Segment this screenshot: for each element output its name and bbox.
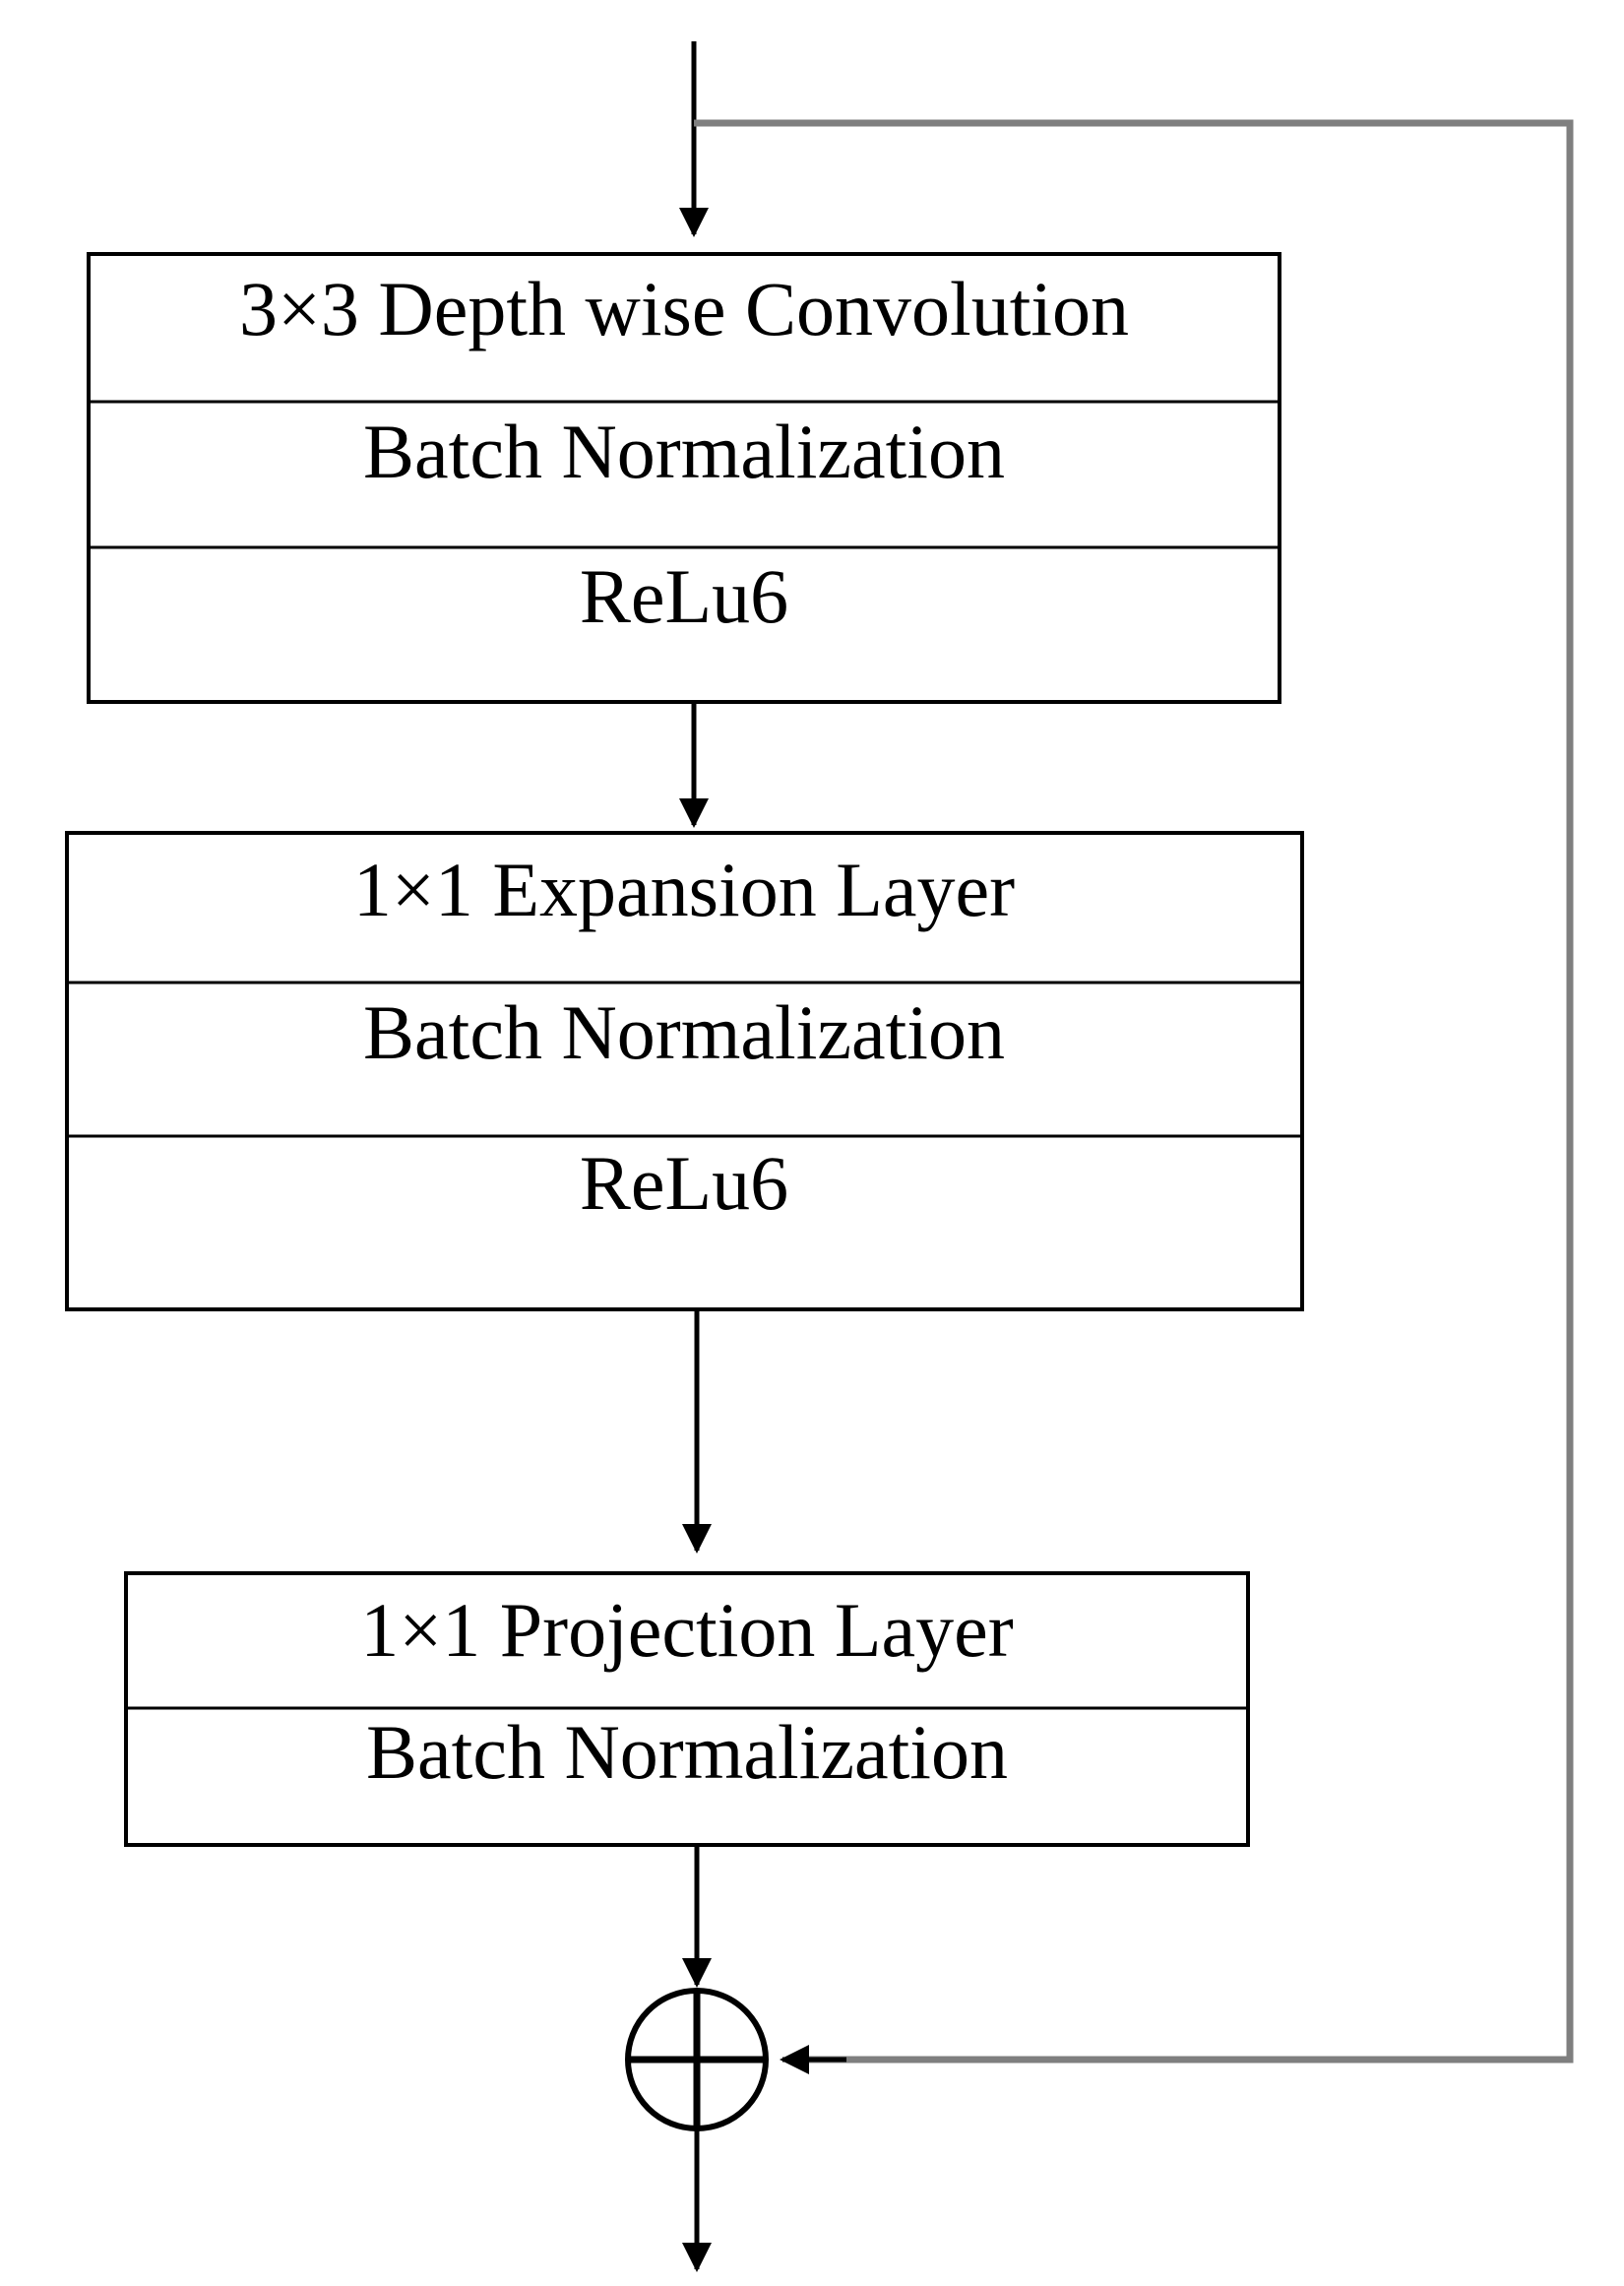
add-node bbox=[625, 1988, 769, 2131]
projection-layer-block: 1×1 Projection Layer Batch Normalization bbox=[124, 1571, 1250, 1847]
depthwise-conv-label: 3×3 Depth wise Convolution bbox=[239, 266, 1129, 351]
batch-norm-2-label: Batch Normalization bbox=[363, 989, 1005, 1075]
batch-norm-3-label: Batch Normalization bbox=[366, 1709, 1008, 1795]
batch-norm-1-label: Batch Normalization bbox=[363, 409, 1005, 494]
relu6-1-label: ReLu6 bbox=[580, 553, 788, 639]
relu6-2-label: ReLu6 bbox=[580, 1140, 788, 1226]
projection-layer-label: 1×1 Projection Layer bbox=[360, 1587, 1013, 1673]
expansion-layer-label: 1×1 Expansion Layer bbox=[353, 847, 1015, 932]
skip-connection-line bbox=[694, 119, 1574, 2064]
depthwise-conv-block: 3×3 Depth wise Convolution Batch Normali… bbox=[87, 252, 1281, 704]
expansion-layer-block: 1×1 Expansion Layer Batch Normalization … bbox=[65, 831, 1304, 1311]
